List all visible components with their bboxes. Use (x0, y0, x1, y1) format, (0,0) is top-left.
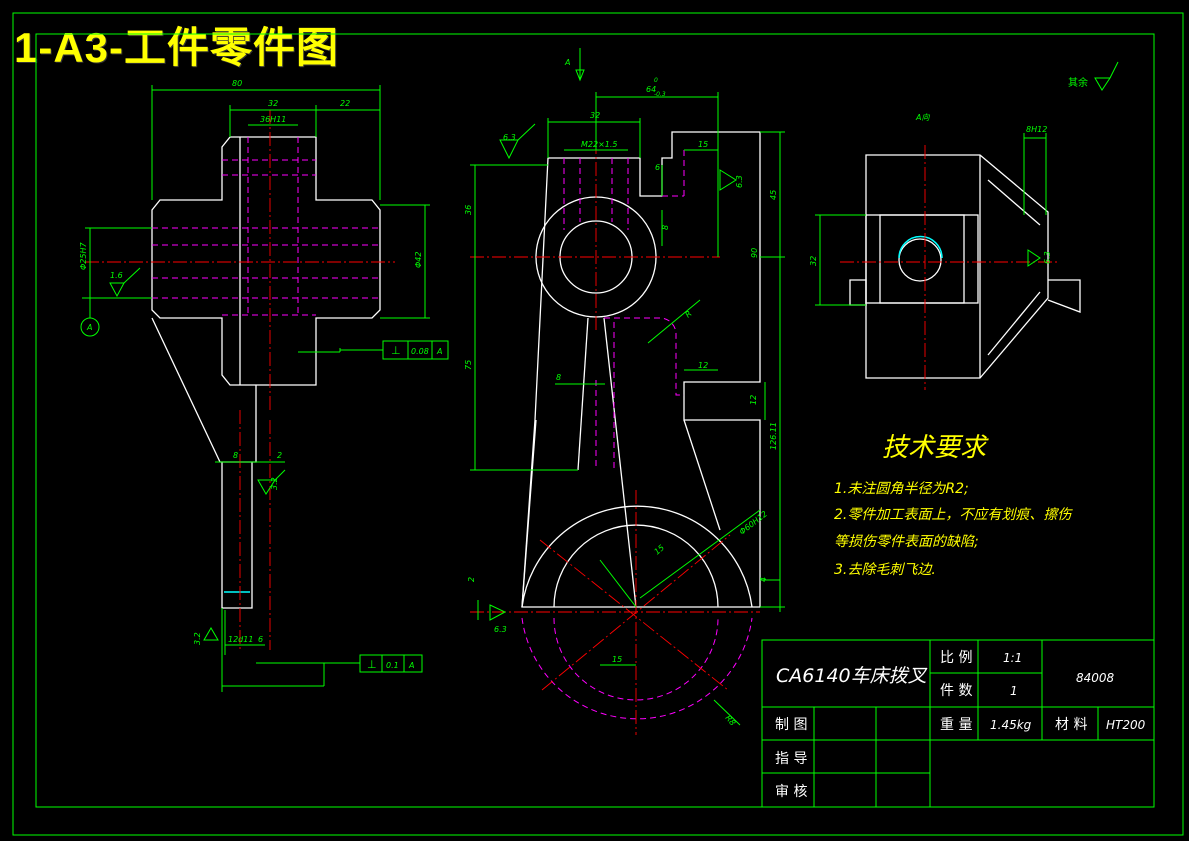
roughness-6-3-a: 6.3 (503, 133, 516, 142)
material-label: 材 料 (1055, 717, 1087, 733)
view-label-a: A (564, 58, 570, 67)
roughness-6-3-b: 6.3 (735, 175, 744, 188)
dim-32-mid: 32 (590, 111, 600, 120)
scale-value: 1:1 (1003, 651, 1022, 665)
dim-45: 45 (769, 190, 778, 200)
tech-line-4: 3.去除毛刺飞边. (834, 562, 936, 578)
dim-36: 36 (464, 205, 473, 215)
dim-75: 75 (464, 360, 473, 370)
weight-label: 重 量 (940, 717, 972, 733)
review-label: 审 核 (775, 784, 807, 800)
tol2-symbol: ⊥ (367, 658, 377, 671)
tol2-value: 0.1 (386, 661, 399, 670)
roughness-1-6: 1.6 (110, 271, 123, 280)
roughness-3-2-b: 3.2 (193, 632, 202, 645)
dim-15-top: 15 (698, 140, 708, 149)
roughness-6-3-right: 6.3 (1043, 251, 1052, 264)
dim-12d11: 12d11 (228, 635, 253, 644)
tol1-symbol: ⊥ (391, 344, 401, 357)
tol1-value: 0.08 (411, 347, 429, 356)
dim-15-bottom: 15 (612, 655, 622, 664)
dim-8h12: 8H12 (1026, 125, 1047, 134)
qty-value: 1 (1010, 684, 1018, 698)
tech-requirements: 技术要求 1.未注圆角半径为R2; 2.零件加工表面上，不应有划痕、擦伤 等损伤… (834, 433, 1073, 578)
tech-heading: 技术要求 (882, 433, 989, 463)
dim-22: 22 (340, 99, 350, 108)
drawing-number: 84008 (1076, 671, 1115, 685)
dim-64-lower: -0.3 (654, 91, 666, 98)
tol2-datum: A (408, 661, 414, 670)
dim-126-11: 126.11 (769, 422, 778, 450)
dim-2-low: 2 (467, 577, 476, 582)
left-view-dims: 80 32 22 36H11 Φ25H7 Φ42 1.6 A ⊥ 0.08 A … (79, 79, 442, 671)
dim-64-upper: 0 (654, 77, 658, 84)
dim-8-mid: 8 (661, 225, 670, 230)
inner-frame (35, 33, 1155, 808)
part-name: CA6140车床拨叉 (776, 665, 928, 687)
roughness-3-2-a: 3.2 (270, 477, 279, 490)
dim-32: 32 (268, 99, 278, 108)
dim-4: 4 (759, 577, 768, 582)
tech-line-1: 1.未注圆角半径为R2; (834, 481, 969, 497)
dim-12-b: 12 (749, 395, 758, 405)
dim-phi42: Φ42 (414, 252, 423, 268)
dim-6-top: 6 (655, 163, 660, 172)
sheet-title: 1-A3-工件零件图 (14, 24, 340, 71)
roughness-6-3-c: 6.3 (494, 625, 507, 634)
dim-r8: R8 (723, 714, 737, 728)
dim-6-left: 6 (258, 635, 263, 644)
dim-12-a: 12 (698, 361, 708, 370)
drawn-label: 制 图 (775, 717, 807, 733)
right-view-dims: A向 8H12 32 6.3 其余 (809, 76, 1088, 266)
dim-m22: M22×1.5 (581, 140, 618, 149)
title-block: CA6140车床拨叉 比 例 1:1 件 数 1 84008 制 图 重 量 1… (761, 639, 1155, 808)
dim-90: 90 (750, 248, 759, 258)
outer-frame (12, 12, 1184, 836)
scale-label: 比 例 (940, 650, 972, 666)
view-label-a-dir: A向 (915, 113, 930, 122)
dim-36h11: 36H11 (260, 115, 286, 124)
right-view (815, 61, 1119, 390)
tol1-datum: A (436, 347, 442, 356)
tech-line-3: 等损伤零件表面的缺陷; (834, 534, 979, 550)
dim-64: 64 (646, 85, 656, 94)
tech-line-2: 2.零件加工表面上，不应有划痕、擦伤 (834, 507, 1073, 523)
dim-8-low: 8 (556, 373, 561, 382)
left-view (80, 85, 449, 692)
material-value: HT200 (1106, 718, 1146, 732)
qty-label: 件 数 (940, 683, 972, 699)
dim-2-left: 2 (277, 451, 282, 460)
dim-15-arc: 15 (653, 543, 667, 556)
dim-r: R (684, 309, 694, 319)
dim-8-left: 8 (233, 451, 238, 460)
dim-phi25h7: Φ25H7 (79, 242, 88, 270)
weight-value: 1.45kg (990, 718, 1032, 732)
dim-32-right: 32 (809, 256, 818, 266)
roughness-note: 其余 (1068, 76, 1088, 89)
guide-label: 指 导 (775, 751, 807, 767)
datum-a-left: A (86, 323, 92, 332)
middle-view (470, 48, 785, 735)
dim-80: 80 (232, 79, 242, 88)
